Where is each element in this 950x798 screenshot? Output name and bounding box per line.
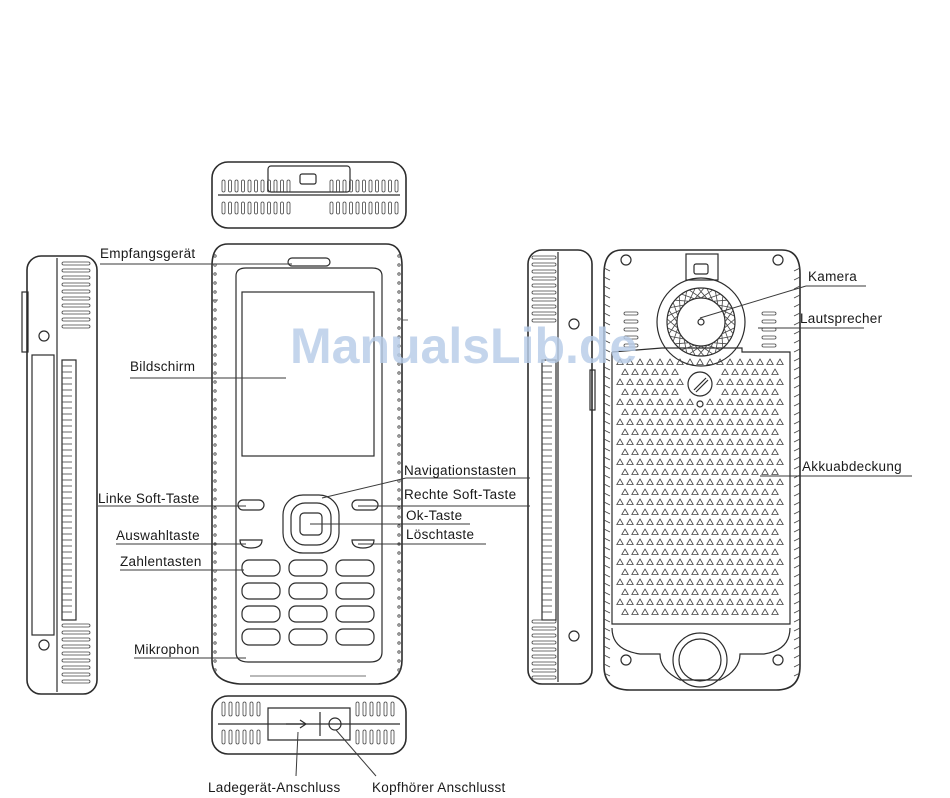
label-right-softkey: Rechte Soft-Taste [404,487,516,502]
label-ok-key: Ok-Taste [406,508,462,523]
label-microphone: Mikrophon [134,642,200,657]
label-headphone-port: Kopfhörer Anschlusst [372,780,506,795]
phone-bottom-view [212,696,406,754]
label-number-keys: Zahlentasten [120,554,202,569]
label-speaker: Lautsprecher [800,311,883,326]
phone-left-side-view [22,256,97,694]
label-battery-cover: Akkuabdeckung [802,459,902,474]
label-nav-keys: Navigationstasten [404,463,516,478]
label-select-key: Auswahltaste [116,528,200,543]
watermark: ManualsLib.de [290,318,637,374]
label-camera: Kamera [808,269,857,284]
label-display: Bildschirm [130,359,195,374]
phone-right-side-view [528,250,595,684]
phone-top-view [212,162,406,228]
phone-back-view [604,250,800,690]
label-left-softkey: Linke Soft-Taste [98,491,200,506]
label-delete-key: Löschtaste [406,527,474,542]
label-charger-port: Ladegerät-Anschluss [208,780,341,795]
phone-front-view [212,244,408,684]
label-receiver: Empfangsgerät [100,246,195,261]
